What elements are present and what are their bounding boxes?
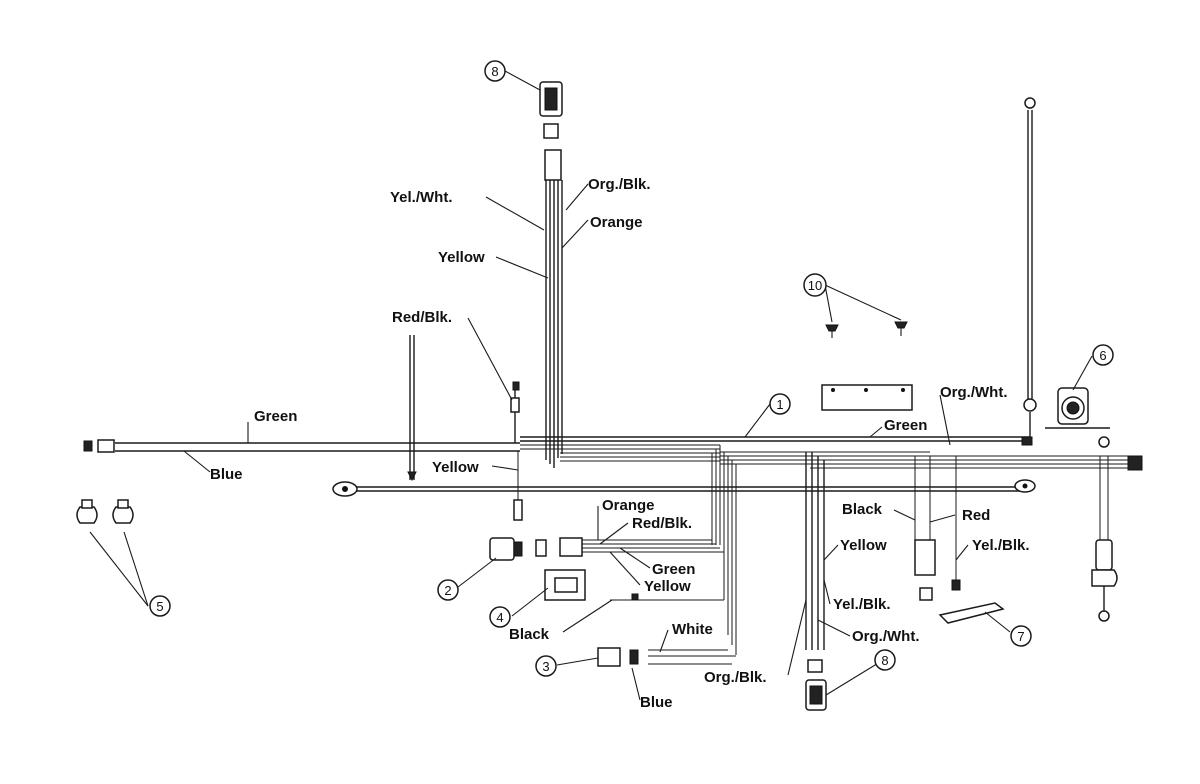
wire-labels: Yel./Wht. Org./Blk. Orange Yellow Red/Bl… xyxy=(210,176,1030,711)
label-orange-mid: Orange xyxy=(602,497,655,514)
right-branch-connectors xyxy=(914,539,961,601)
callout-8-top: 8 xyxy=(484,60,506,82)
part-8-top-connector xyxy=(539,81,563,139)
callout-1: 1 xyxy=(769,393,791,415)
label-yellow-top: Yellow xyxy=(438,249,485,266)
label-yellow-mid: Yellow xyxy=(432,459,479,476)
right-cable-boot xyxy=(1091,436,1118,622)
callout-8-top-text: 8 xyxy=(491,64,498,79)
label-red-right: Red xyxy=(962,507,990,524)
callout-4-text: 4 xyxy=(496,610,503,625)
red-blk-branch xyxy=(510,381,520,443)
right-harness-branches xyxy=(711,445,1109,655)
yellow-branch xyxy=(513,451,523,521)
callout-6: 6 xyxy=(1092,344,1114,366)
callout-7: 7 xyxy=(1010,625,1032,647)
part-10-clips xyxy=(825,321,908,338)
main-harness-trunk xyxy=(115,436,1130,469)
part-2-switch xyxy=(489,537,583,561)
label-red-blk-left: Red/Blk. xyxy=(392,309,452,326)
label-yellow-right: Yellow xyxy=(840,537,887,554)
callout-5-text: 5 xyxy=(156,599,163,614)
callout-3-text: 3 xyxy=(542,659,549,674)
label-blue-switch: Blue xyxy=(640,694,673,711)
label-white-switch: White xyxy=(672,621,713,638)
label-yel-wht-top: Yel./Wht. xyxy=(390,189,453,206)
label-yellow-switch: Yellow xyxy=(644,578,691,595)
label-black-switch: Black xyxy=(509,626,550,643)
callout-6-text: 6 xyxy=(1099,348,1106,363)
callout-4: 4 xyxy=(489,606,511,628)
leader-lines xyxy=(89,70,1093,701)
label-red-blk-mid: Red/Blk. xyxy=(632,515,692,532)
label-blue-left: Blue xyxy=(210,466,243,483)
callout-7-text: 7 xyxy=(1017,629,1024,644)
callout-2: 2 xyxy=(437,579,459,601)
label-yel-blk-far: Yel./Blk. xyxy=(972,537,1030,554)
label-green-left: Green xyxy=(254,408,297,425)
part-3-switch xyxy=(597,647,639,667)
callout-2-text: 2 xyxy=(444,583,451,598)
label-green-mid: Green xyxy=(652,561,695,578)
left-harness-connector xyxy=(83,439,115,453)
callout-8-bottom-text: 8 xyxy=(881,653,888,668)
right-vertical-cable xyxy=(1023,97,1037,437)
callout-8-bottom: 8 xyxy=(874,649,896,671)
part-8-bottom-connector xyxy=(805,659,827,711)
label-org-wht-bottom: Org./Wht. xyxy=(852,628,920,645)
switch-wires xyxy=(580,539,736,665)
bracket-plate xyxy=(821,384,913,411)
part-6-solenoid xyxy=(1045,387,1110,429)
part-4-module xyxy=(544,569,639,601)
callout-3: 3 xyxy=(535,655,557,677)
callout-1-text: 1 xyxy=(776,397,783,412)
label-org-blk-bottom: Org./Blk. xyxy=(704,669,767,686)
label-yel-blk-right: Yel./Blk. xyxy=(833,596,891,613)
right-harness-connector xyxy=(1021,436,1143,471)
part-7-switch xyxy=(938,602,1005,624)
battery-cable xyxy=(332,479,1036,497)
label-org-blk-top: Org./Blk. xyxy=(588,176,651,193)
ground-cable-left xyxy=(407,335,417,482)
callout-10: 10 xyxy=(803,273,827,297)
vertical-harness-top xyxy=(544,149,563,468)
label-black-right: Black xyxy=(842,501,883,518)
label-green-right: Green xyxy=(884,417,927,434)
label-org-wht-top: Org./Wht. xyxy=(940,384,1008,401)
callout-5: 5 xyxy=(149,595,171,617)
label-orange-top: Orange xyxy=(590,214,643,231)
callout-10-text: 10 xyxy=(808,278,822,293)
part-5-bulbs xyxy=(76,499,134,524)
